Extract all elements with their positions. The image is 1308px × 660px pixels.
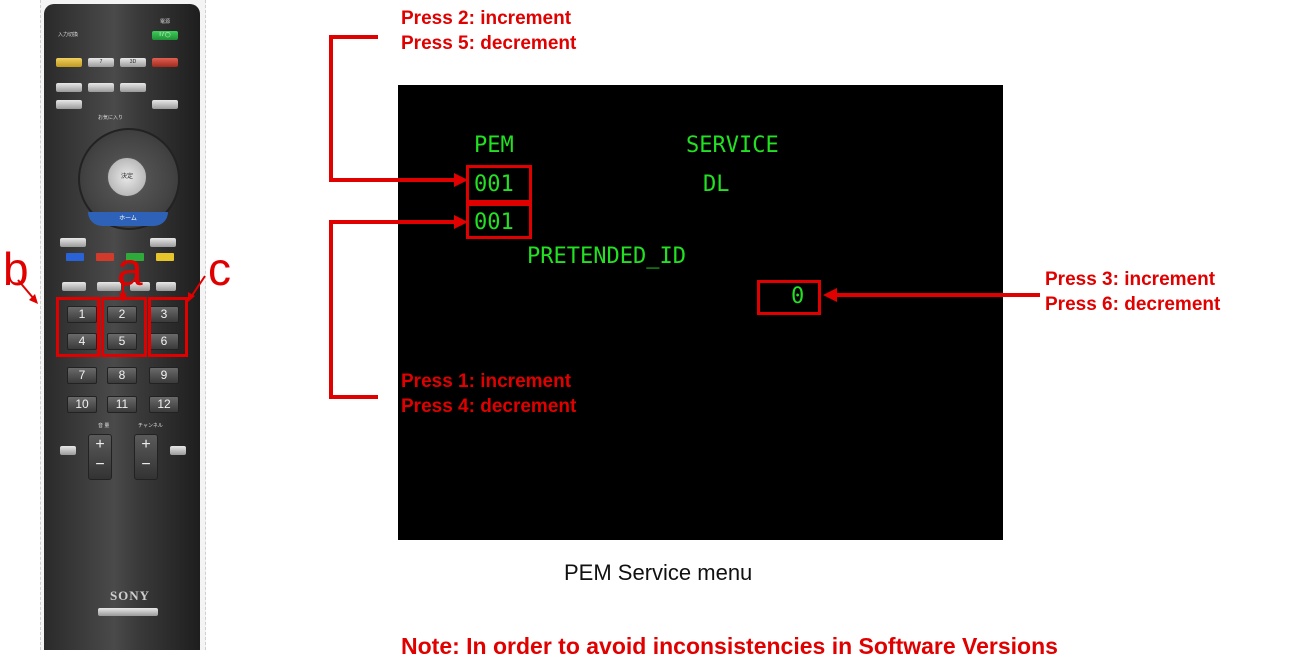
ten-key-button[interactable] xyxy=(170,446,186,455)
dpad-center-button[interactable]: 決定 xyxy=(107,157,147,197)
software-version-note: Note: In order to avoid inconsistencies … xyxy=(401,633,1058,659)
arrow-b-head xyxy=(29,294,38,304)
pretended-id-highlight xyxy=(757,280,821,315)
service-menu-screen xyxy=(398,85,1003,540)
pem-value-2: 001 xyxy=(474,210,514,235)
service-header: SERVICE xyxy=(686,133,779,158)
callout-right: Press 3: increment Press 6: decrement xyxy=(1045,267,1220,317)
callout-bottom-line2: Press 4: decrement xyxy=(401,396,577,417)
column-c-highlight xyxy=(148,297,188,357)
column-label-b: b xyxy=(3,243,29,295)
pem-value-1: 001 xyxy=(474,172,514,197)
mute-button[interactable] xyxy=(60,446,76,455)
callout-bottom-line1: Press 1: increment xyxy=(401,371,572,392)
service-value: DL xyxy=(703,172,730,197)
number-key-5[interactable]: 5 xyxy=(107,333,137,350)
column-label-a: a xyxy=(117,243,143,295)
pretended-id-label: PRETENDED_ID xyxy=(527,244,686,269)
input-select-label: 入力切換 xyxy=(58,32,79,38)
small-button-row4-1[interactable] xyxy=(56,100,82,109)
data-button[interactable] xyxy=(60,238,86,247)
right-arrow-head xyxy=(823,288,837,302)
small-button-row4-2[interactable] xyxy=(152,100,178,109)
home-button[interactable]: ホーム xyxy=(88,212,168,226)
pem-header: PEM xyxy=(474,133,514,158)
top-arrow-head xyxy=(454,173,468,187)
column-b-highlight xyxy=(56,297,100,357)
screen-caption: PEM Service menu xyxy=(564,560,753,585)
small-button-above-3[interactable] xyxy=(130,282,150,291)
small-button-above-2[interactable] xyxy=(97,282,121,291)
number-key-11[interactable]: 11 xyxy=(107,396,137,413)
number-key-12[interactable]: 12 xyxy=(149,396,179,413)
arrow-c-line xyxy=(190,275,206,298)
number-key-4[interactable]: 4 xyxy=(67,333,97,350)
channel-rocker[interactable]: +− xyxy=(134,434,158,480)
small-button-3d[interactable]: 3D xyxy=(120,58,146,67)
small-button-row3-2[interactable] xyxy=(88,83,114,92)
small-button-above-1[interactable] xyxy=(62,282,86,291)
power-button[interactable]: I / ◯ xyxy=(152,31,178,40)
red-key[interactable] xyxy=(96,253,114,261)
pretended-id-value: 0 xyxy=(791,284,805,309)
bottom-bracket-line xyxy=(329,220,378,399)
model-badge xyxy=(98,608,158,616)
bottom-arrow-head xyxy=(454,215,468,229)
callout-top-line2: Press 5: decrement xyxy=(401,33,577,54)
yellow-key[interactable] xyxy=(156,253,174,261)
number-key-2[interactable]: 2 xyxy=(107,306,137,323)
yellow-small-button[interactable] xyxy=(56,58,82,67)
action-menu-button[interactable] xyxy=(150,238,176,247)
callout-top: Press 2: increment Press 5: decrement xyxy=(401,6,576,56)
green-key[interactable] xyxy=(126,253,144,261)
arrow-c-head xyxy=(188,292,195,302)
volume-label: 音 量 xyxy=(98,423,110,429)
arrow-b-line xyxy=(17,279,35,300)
sony-logo: SONY xyxy=(109,588,151,603)
top-bracket-line xyxy=(329,35,456,182)
number-key-9[interactable]: 9 xyxy=(149,367,179,384)
number-key-10[interactable]: 10 xyxy=(67,396,97,413)
channel-label: チャンネル xyxy=(138,423,163,429)
small-button-row3-1[interactable] xyxy=(56,83,82,92)
pem-value-1-highlight xyxy=(466,165,532,203)
number-key-1[interactable]: 1 xyxy=(67,306,97,323)
column-label-c: c xyxy=(208,243,231,295)
favorites-label: お気に入り xyxy=(98,115,124,121)
number-key-8[interactable]: 8 xyxy=(107,367,137,384)
callout-right-line2: Press 6: decrement xyxy=(1045,294,1221,315)
small-button-above-4[interactable] xyxy=(156,282,176,291)
blue-key[interactable] xyxy=(66,253,84,261)
callout-top-line1: Press 2: increment xyxy=(401,8,572,29)
small-button-7[interactable]: 7 xyxy=(88,58,114,67)
power-label: 電源 xyxy=(160,19,171,25)
remote-control xyxy=(44,4,200,650)
volume-rocker[interactable]: +− xyxy=(88,434,112,480)
callout-bottom: Press 1: increment Press 4: decrement xyxy=(401,369,576,419)
red-small-button[interactable] xyxy=(152,58,178,67)
small-button-row3-3[interactable] xyxy=(120,83,146,92)
arrow-a-head xyxy=(119,293,127,302)
number-key-7[interactable]: 7 xyxy=(67,367,97,384)
pem-value-2-highlight xyxy=(466,203,532,239)
callout-right-line1: Press 3: increment xyxy=(1045,269,1216,290)
